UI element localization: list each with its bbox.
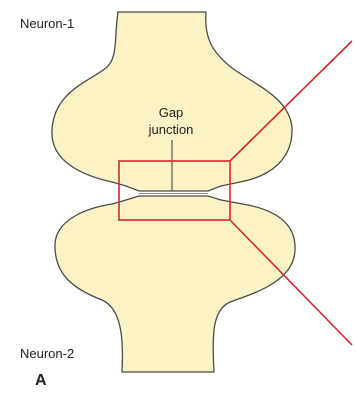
gap-junction-label: Gap junction — [138, 104, 204, 138]
neuron-1-label: Neuron-1 — [20, 16, 74, 31]
gap-junction-label-line-1: Gap — [138, 104, 204, 121]
neuron-2-label: Neuron-2 — [20, 346, 74, 361]
gap-junction-label-line-2: junction — [138, 121, 204, 138]
panel-label: A — [35, 372, 47, 390]
neuron-2-shape — [55, 196, 295, 372]
